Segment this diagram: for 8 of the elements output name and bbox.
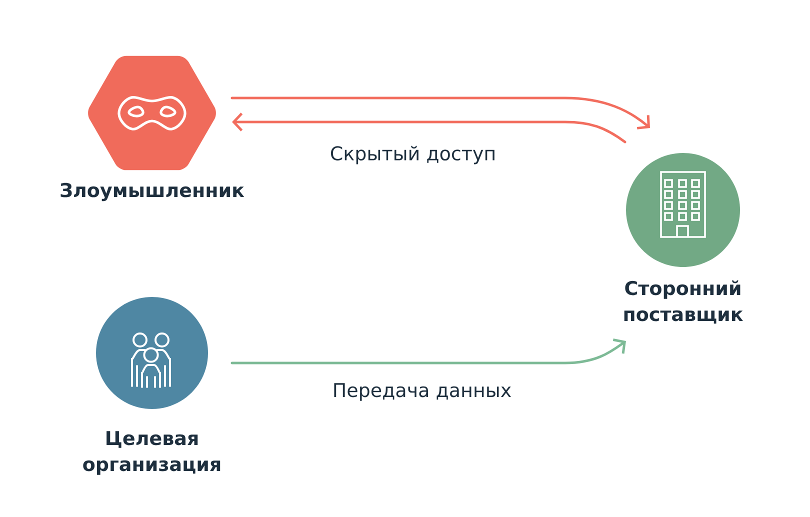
node-label: Сторонний поставщик: [624, 280, 743, 324]
node-label: Целевая организация: [83, 431, 220, 475]
node-label: Злоумышленник: [60, 182, 244, 202]
edge-label: Скрытый доступ: [328, 144, 498, 166]
arrow: [230, 338, 626, 364]
arrow: [230, 96, 650, 130]
arrow: [232, 112, 626, 144]
edge-label: Передача данных: [330, 381, 514, 403]
